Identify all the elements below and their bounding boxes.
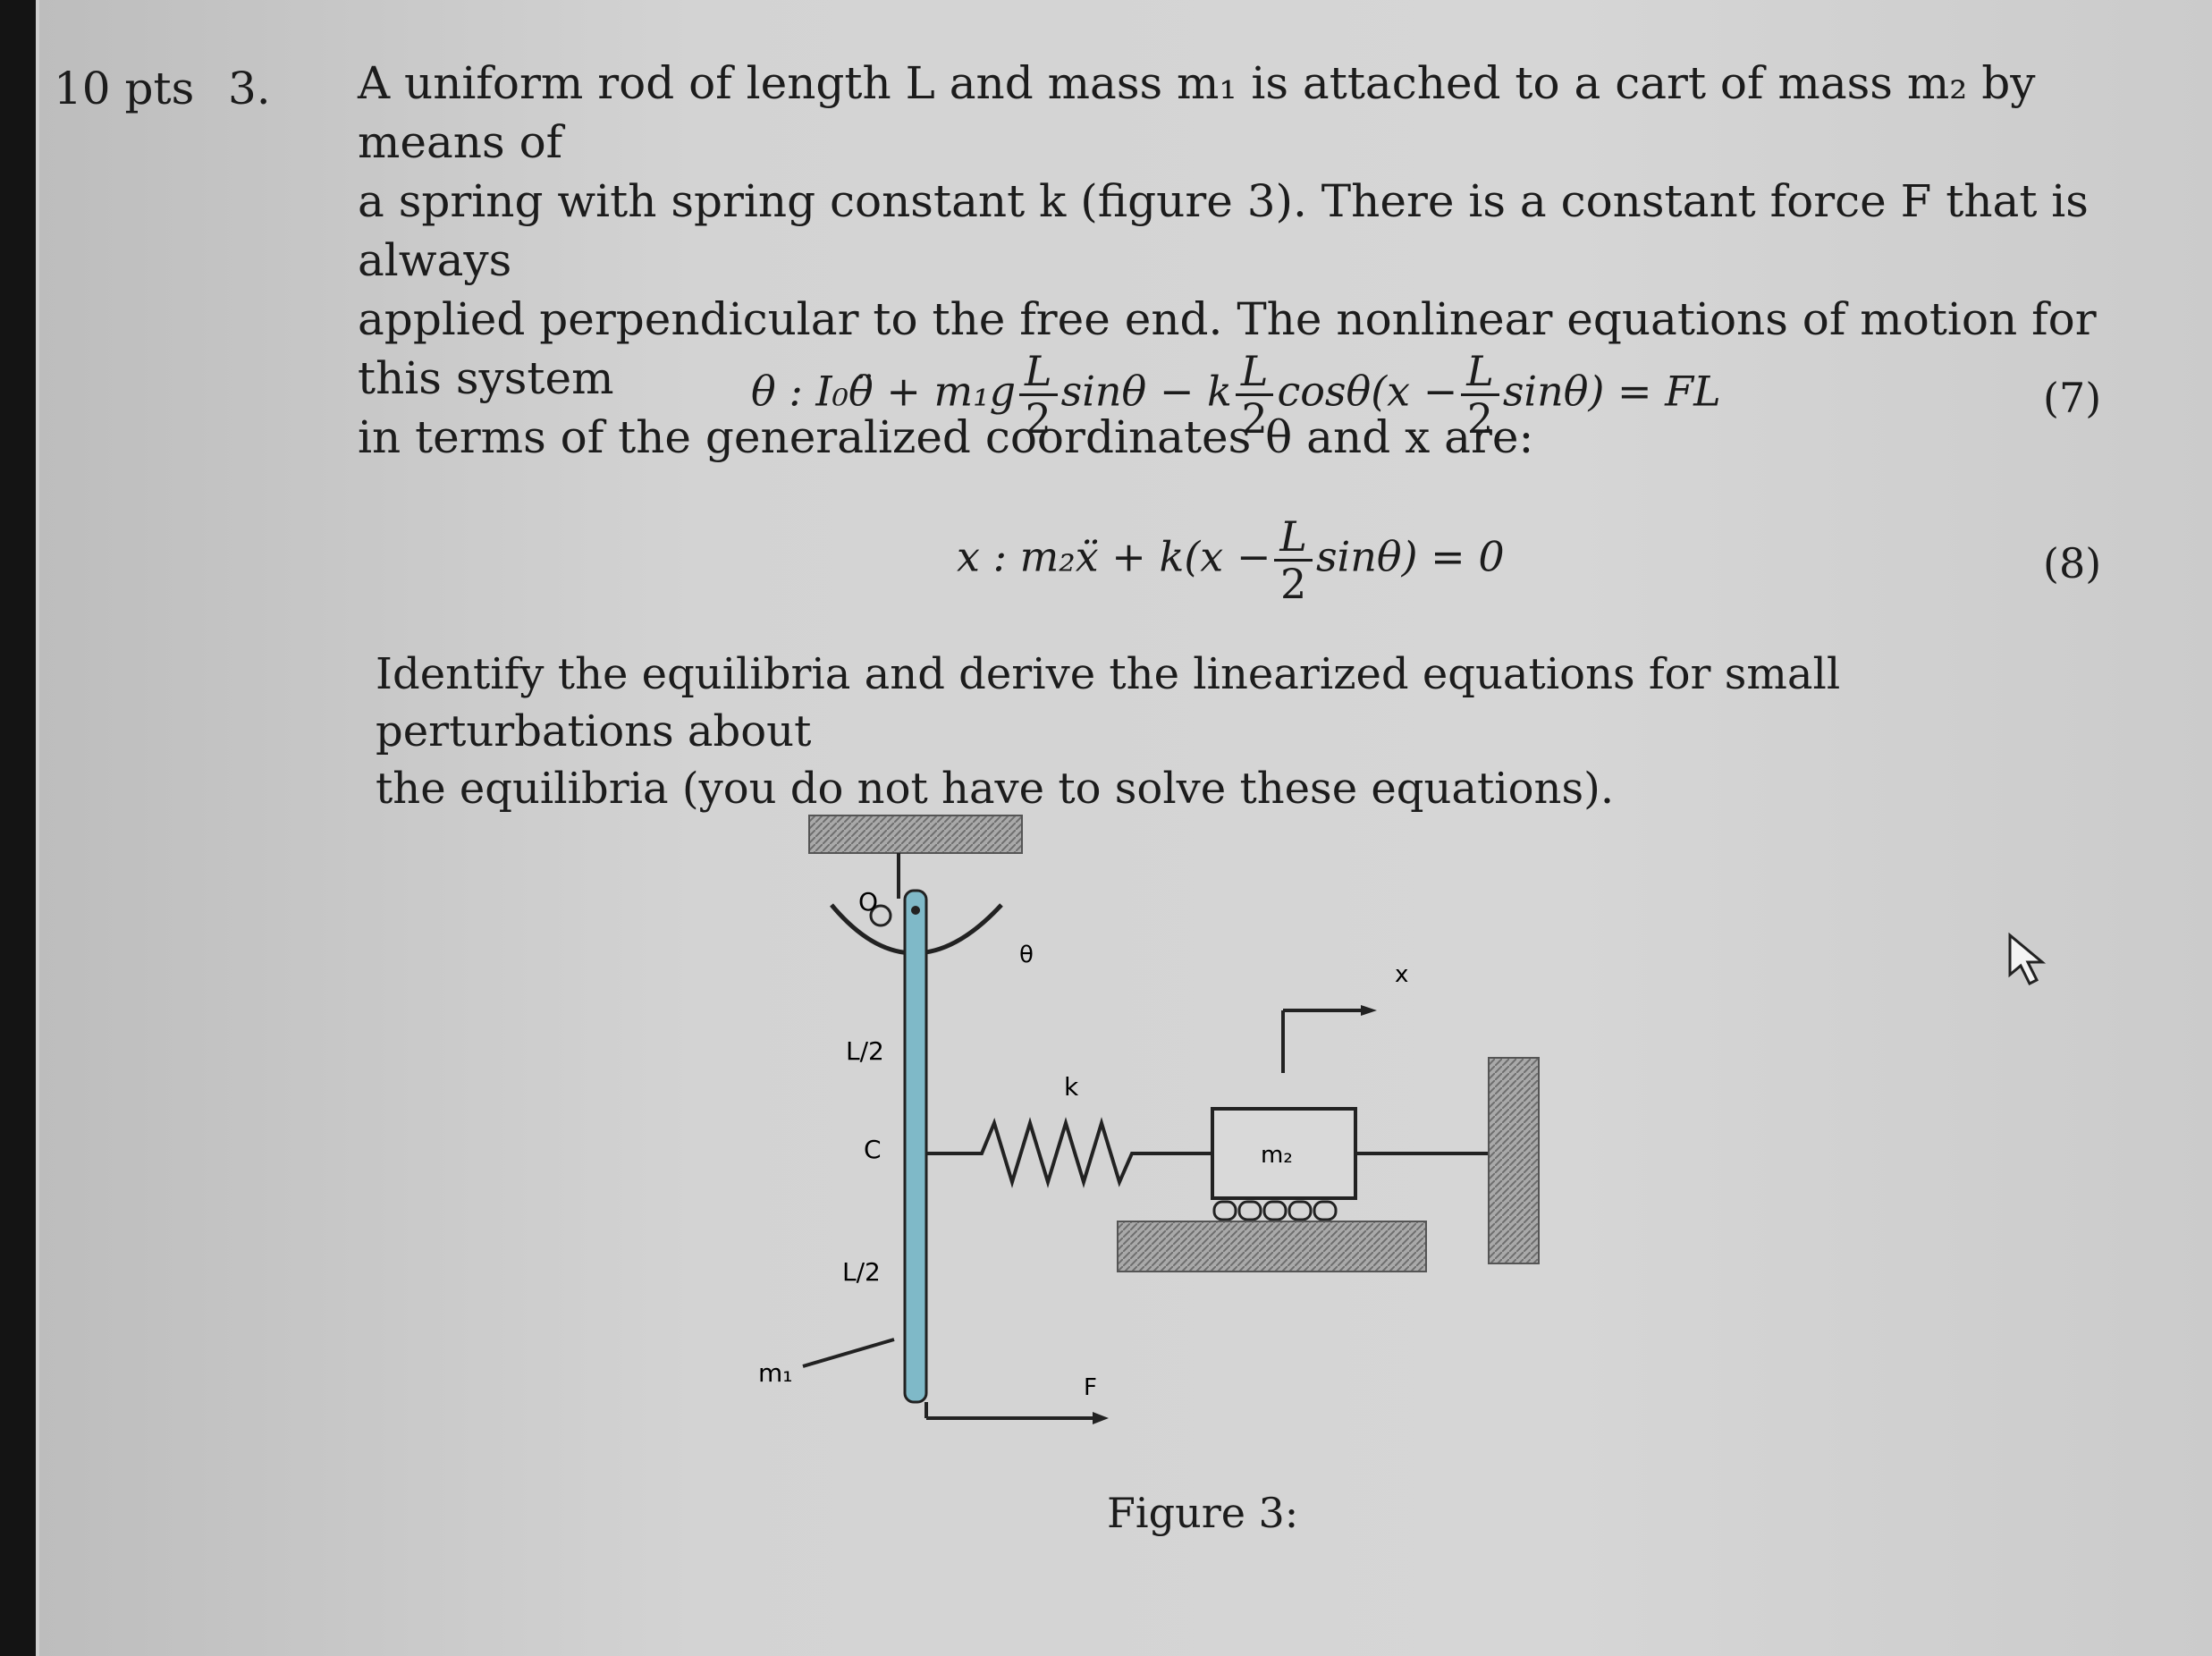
question-line: the equilibria (you do not have to solve… — [376, 764, 1615, 814]
question-text: Identify the equilibria and derive the l… — [376, 646, 2128, 817]
cart-wheels — [1212, 1200, 1338, 1221]
x-axis-arrowhead — [1361, 1005, 1377, 1016]
intro-line: A uniform rod of length L and mass m₁ is… — [358, 57, 2036, 168]
screen-bezel — [0, 0, 36, 1656]
half-length-bottom-label: L/2 — [842, 1257, 881, 1287]
rod-mass-label: m₁ — [758, 1358, 793, 1388]
center-label: C — [864, 1135, 882, 1164]
eq7-rhs: sinθ) = FL — [1502, 367, 1721, 416]
rod-mass-pointer — [802, 1338, 895, 1368]
wall — [1488, 1057, 1540, 1264]
eq7-mid-a: sinθ − k — [1060, 367, 1232, 416]
eq7-frac3-num: L — [1461, 349, 1499, 396]
rod-pin — [911, 906, 920, 915]
equation-8-label: (8) — [2043, 539, 2102, 587]
eq7-frac1-den: 2 — [1025, 394, 1051, 443]
floor — [1117, 1221, 1427, 1272]
figure-caption: Figure 3: — [1107, 1489, 1299, 1537]
eq7-lhs: θ : I₀θ̈ + m₁g — [751, 367, 1017, 416]
equation-7-label: (7) — [2043, 374, 2102, 422]
force-arrowhead — [1093, 1412, 1109, 1424]
pivot-point-o — [869, 904, 892, 927]
mouse-cursor-icon — [2008, 932, 2047, 986]
eq7-frac2-den: 2 — [1241, 394, 1268, 443]
x-label: x — [1395, 961, 1408, 988]
problem-statement: A uniform rod of length L and mass m₁ is… — [358, 54, 2119, 467]
half-length-top-label: L/2 — [846, 1036, 884, 1066]
rod — [903, 889, 928, 1404]
eq8-lhs: x : m₂ẍ + k(x − — [957, 532, 1271, 581]
intro-line: in terms of the generalized coordinates … — [358, 411, 1534, 463]
eq7-frac3-den: 2 — [1466, 394, 1494, 443]
pivot-label: O — [858, 887, 878, 917]
eq8-rhs: sinθ) = 0 — [1315, 532, 1505, 581]
ceiling-support — [808, 815, 1023, 854]
question-line: Identify the equilibria and derive the l… — [376, 649, 1841, 756]
cart — [1211, 1107, 1357, 1200]
intro-line: applied perpendicular to the free end. T… — [358, 293, 2097, 404]
eq8-frac-num: L — [1274, 514, 1313, 562]
document-page — [39, 0, 2212, 1656]
eq8-frac-den: 2 — [1280, 560, 1307, 608]
spring-label: k — [1064, 1072, 1079, 1102]
cart-mass-label: m₂ — [1261, 1142, 1293, 1169]
eq7-frac2-num: L — [1235, 349, 1274, 396]
eq7-mid-b: cosθ(x − — [1277, 367, 1458, 416]
eq7-frac1-num: L — [1019, 349, 1058, 396]
spring — [926, 1117, 1212, 1188]
points-label: 10 pts — [54, 63, 195, 114]
theta-label: θ — [1019, 942, 1034, 968]
intro-line: a spring with spring constant k (figure … — [358, 175, 2089, 286]
question-number: 3. — [228, 63, 271, 114]
force-label: F — [1084, 1374, 1097, 1401]
